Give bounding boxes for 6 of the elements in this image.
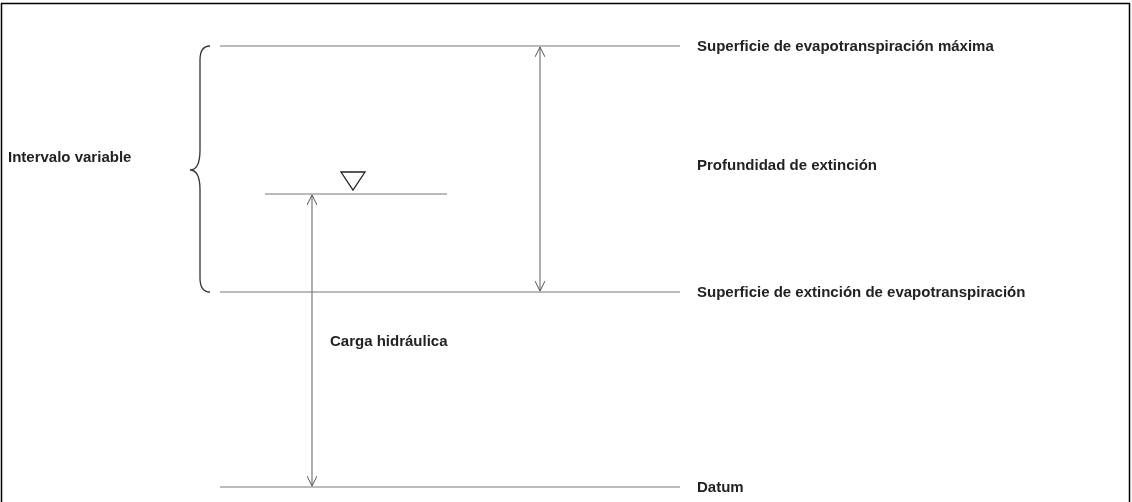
label: Profundidad de extinción: [697, 156, 877, 174]
label: Intervalo variable: [8, 148, 132, 166]
label: Datum: [697, 478, 744, 496]
label: Superficie de extinción de evapotranspiración: [697, 283, 1026, 301]
label: Carga hidráulica: [330, 332, 448, 350]
label: Superficie de evapotranspiración máxima: [697, 37, 994, 55]
